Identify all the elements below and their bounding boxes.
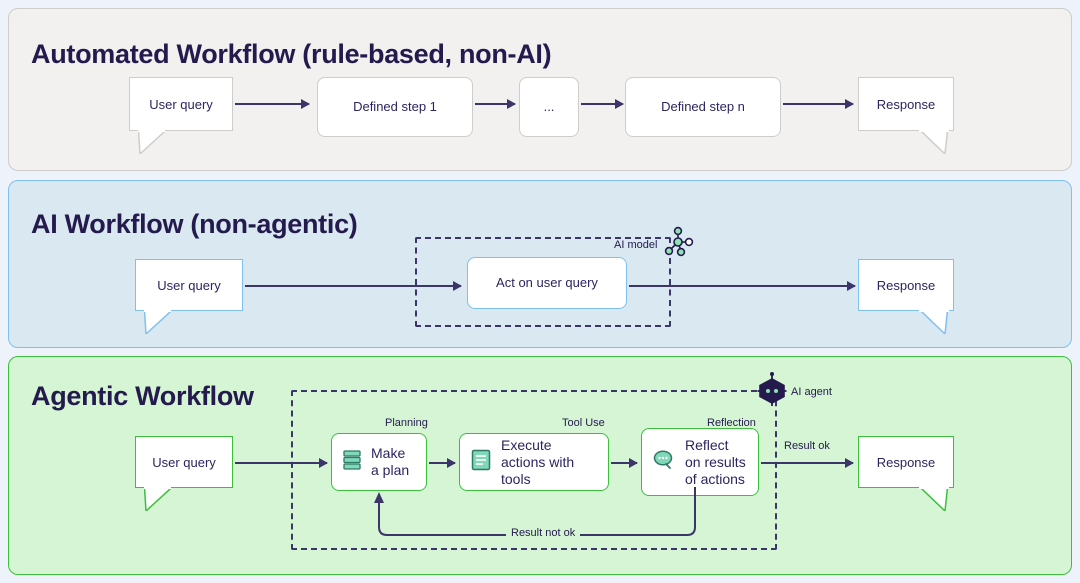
node-response-agentic: Response — [858, 436, 954, 511]
ai-model-node-graph-icon — [661, 225, 695, 264]
node-label: Execute actions with tools — [501, 436, 575, 487]
badge-ai-model: AI model — [614, 225, 695, 264]
node-label: Reflect on results of actions — [685, 436, 746, 487]
node-label: Response — [876, 277, 936, 293]
node-label: User query — [157, 277, 221, 293]
edge-label-result-ok: Result ok — [779, 440, 835, 452]
ai-model-boundary — [415, 237, 671, 327]
badge-label: AI agent — [791, 385, 832, 398]
arrow-reflect-to-response — [761, 458, 854, 468]
node-reflect-on-results: Reflect on results of actions — [641, 428, 759, 496]
ai-agent-boundary — [291, 390, 777, 550]
layers-stack-icon — [342, 449, 362, 475]
badge-label: AI model — [614, 238, 658, 251]
arrow-user-query-to-step1 — [235, 99, 310, 109]
arrow-ellipsis-to-stepn — [581, 99, 624, 109]
bubble-tail-icon — [919, 130, 949, 154]
node-label: ... — [543, 99, 555, 114]
caption-tool-use: Tool Use — [562, 417, 605, 429]
node-label: Defined step 1 — [353, 99, 437, 114]
node-execute-actions-with-tools: Execute actions with tools — [459, 433, 609, 491]
bubble-tail-icon — [144, 310, 174, 334]
node-response-automated: Response — [858, 77, 954, 154]
speech-bubble-search-icon — [652, 448, 676, 476]
caption-planning: Planning — [385, 417, 428, 429]
edge-label-result-not-ok: Result not ok — [506, 527, 581, 539]
node-response-ai: Response — [858, 259, 954, 334]
node-ellipsis: ... — [519, 77, 579, 137]
caption-reflection: Reflection — [707, 417, 756, 429]
robot-head-hexagon-icon — [757, 372, 787, 411]
node-make-a-plan: Make a plan — [331, 433, 427, 491]
node-user-query-agentic: User query — [135, 436, 233, 511]
node-user-query-ai: User query — [135, 259, 243, 334]
node-label: Act on user query — [496, 275, 598, 290]
node-label: Response — [876, 454, 936, 470]
node-label: User query — [152, 454, 216, 470]
arrow-user-query-to-plan — [235, 458, 328, 468]
panel-title-ai-workflow: AI Workflow (non-agentic) — [31, 209, 358, 239]
panel-agentic-workflow: Agentic Workflow AI agent User — [8, 356, 1072, 575]
arrow-plan-to-execute — [429, 458, 456, 468]
badge-ai-agent: AI agent — [757, 372, 832, 411]
bubble-tail-icon — [919, 487, 949, 511]
arrow-stepn-to-response — [783, 99, 854, 109]
node-user-query-automated: User query — [129, 77, 233, 154]
panel-title-agentic: Agentic Workflow — [31, 381, 254, 411]
bubble-tail-icon — [919, 310, 949, 334]
node-act-on-user-query: Act on user query — [467, 257, 627, 309]
node-label: Response — [876, 96, 936, 112]
node-label: Defined step n — [661, 99, 745, 114]
panel-automated-workflow: Automated Workflow (rule-based, non-AI) … — [8, 8, 1072, 171]
node-label: User query — [149, 96, 213, 112]
document-list-icon — [470, 448, 492, 476]
panel-title-automated: Automated Workflow (rule-based, non-AI) — [31, 39, 552, 69]
bubble-tail-icon — [138, 130, 168, 154]
node-defined-step-1: Defined step 1 — [317, 77, 473, 137]
bubble-tail-icon — [144, 487, 174, 511]
node-label: Make a plan — [371, 445, 410, 478]
arrow-act-to-response — [629, 281, 856, 291]
node-defined-step-n: Defined step n — [625, 77, 781, 137]
arrow-step1-to-ellipsis — [475, 99, 516, 109]
arrow-execute-to-reflect — [611, 458, 638, 468]
arrow-user-query-to-act — [245, 281, 462, 291]
panel-ai-workflow: AI Workflow (non-agentic) User query Act… — [8, 180, 1072, 348]
